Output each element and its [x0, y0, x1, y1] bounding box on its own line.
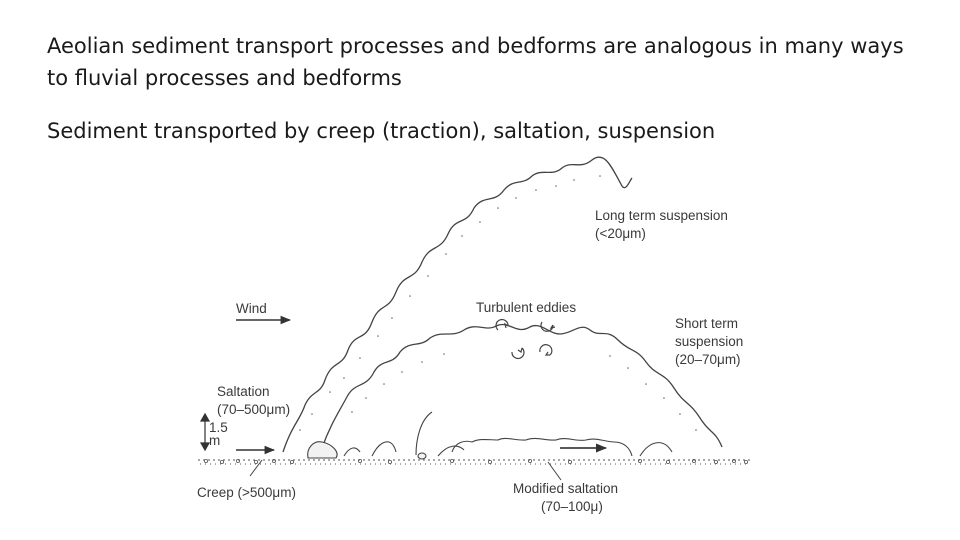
- label-saltation: Saltation: [217, 384, 270, 400]
- label-modified-saltation-size: (70–100μ): [541, 499, 603, 515]
- label-short-term-1: Short term: [675, 316, 738, 332]
- saltation-trajectories: [344, 412, 672, 456]
- label-leader-lines: [250, 460, 561, 480]
- label-creep: Creep (>500μm): [197, 485, 296, 501]
- label-modified-saltation: Modified saltation: [513, 481, 618, 497]
- short-term-suspension-curve: [322, 324, 722, 448]
- label-long-term-suspension: Long term suspension: [595, 208, 728, 224]
- long-term-suspension-curve: [283, 157, 632, 452]
- creep-grains: [308, 442, 426, 459]
- height-scale-bar: [201, 414, 209, 450]
- label-wind: Wind: [236, 301, 267, 317]
- label-turbulent-eddies: Turbulent eddies: [476, 300, 576, 316]
- turbulent-eddy-icons: [496, 320, 555, 359]
- label-short-term-2: suspension: [675, 334, 743, 350]
- ground-grains: [204, 459, 747, 463]
- label-saltation-size: (70–500μm): [217, 402, 290, 418]
- label-long-term-size: (<20μm): [595, 226, 646, 242]
- label-height-unit: m: [209, 433, 220, 449]
- label-short-term-size: (20–70μm): [675, 352, 741, 368]
